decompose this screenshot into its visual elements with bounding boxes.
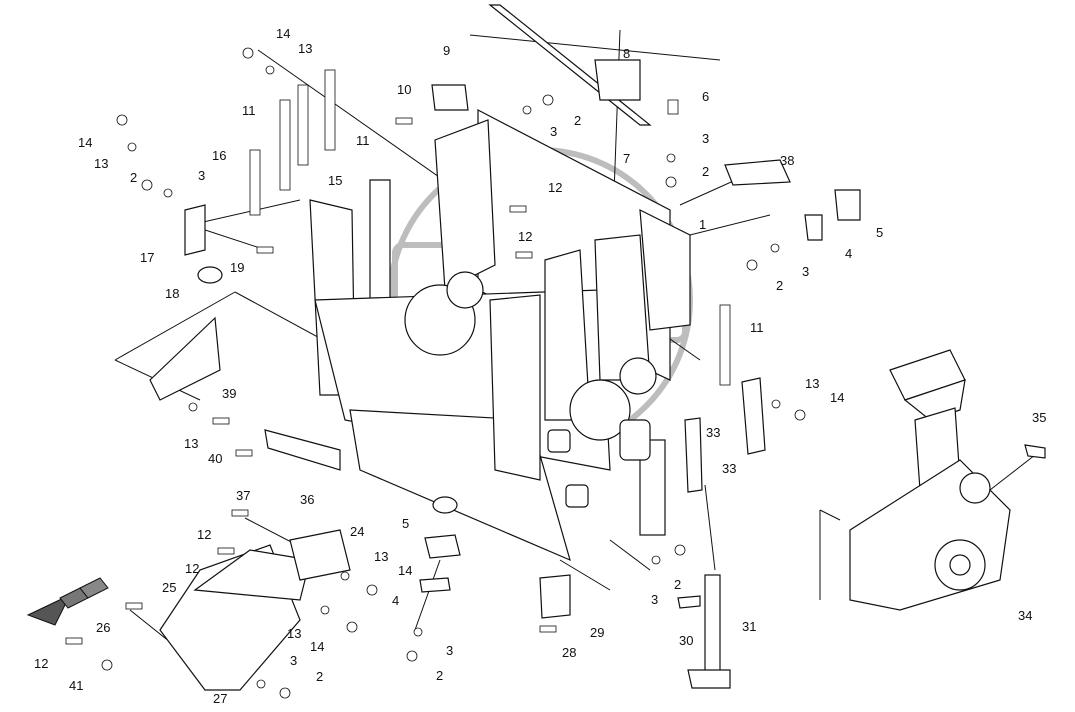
callout-2: 2 xyxy=(316,669,323,684)
callout-24: 24 xyxy=(350,524,364,539)
callout-2: 2 xyxy=(776,278,783,293)
callout-3: 3 xyxy=(702,131,709,146)
callout-5: 5 xyxy=(876,225,883,240)
callout-27: 27 xyxy=(213,691,227,706)
callout-13: 13 xyxy=(94,156,108,171)
callout-13: 13 xyxy=(805,376,819,391)
callout-1: 1 xyxy=(699,217,706,232)
callout-41: 41 xyxy=(69,678,83,693)
callout-37: 37 xyxy=(236,488,250,503)
callout-17: 17 xyxy=(140,250,154,265)
callout-4: 4 xyxy=(392,593,399,608)
callout-14: 14 xyxy=(310,639,324,654)
callout-9: 9 xyxy=(443,43,450,58)
callout-7: 7 xyxy=(623,151,630,166)
callout-36: 36 xyxy=(300,492,314,507)
callout-3: 3 xyxy=(550,124,557,139)
callout-13: 13 xyxy=(298,41,312,56)
callout-14: 14 xyxy=(398,563,412,578)
callout-3: 3 xyxy=(446,643,453,658)
main-frame xyxy=(309,109,691,562)
callout-12: 12 xyxy=(34,656,48,671)
callout-2: 2 xyxy=(130,170,137,185)
callout-5: 5 xyxy=(402,516,409,531)
drive-unit xyxy=(849,349,1011,611)
direction-arrow xyxy=(26,577,109,626)
callout-10: 10 xyxy=(397,82,411,97)
callout-12: 12 xyxy=(518,229,532,244)
callout-6: 6 xyxy=(702,89,709,104)
callout-12: 12 xyxy=(548,180,562,195)
callout-8: 8 xyxy=(623,46,630,61)
callout-35: 35 xyxy=(1032,410,1046,425)
callout-2: 2 xyxy=(436,668,443,683)
callout-39: 39 xyxy=(222,386,236,401)
callout-31: 31 xyxy=(742,619,756,634)
callout-14: 14 xyxy=(276,26,290,41)
callout-26: 26 xyxy=(96,620,110,635)
callout-3: 3 xyxy=(198,168,205,183)
callout-16: 16 xyxy=(212,148,226,163)
callout-29: 29 xyxy=(590,625,604,640)
callout-13: 13 xyxy=(374,549,388,564)
callout-33: 33 xyxy=(722,461,736,476)
callout-labels: 14 13 9 8 10 11 11 6 14 13 3 2 3 7 16 15… xyxy=(34,26,1046,706)
callout-11: 11 xyxy=(750,320,764,335)
callout-11: 11 xyxy=(356,133,370,148)
callout-4: 4 xyxy=(845,246,852,261)
callout-2: 2 xyxy=(674,577,681,592)
fasteners xyxy=(65,47,806,699)
callout-3: 3 xyxy=(802,264,809,279)
callout-33: 33 xyxy=(706,425,720,440)
callout-18: 18 xyxy=(165,286,179,301)
callout-12: 12 xyxy=(185,561,199,576)
callout-40: 40 xyxy=(208,451,222,466)
callout-13: 13 xyxy=(287,626,301,641)
callout-38: 38 xyxy=(780,153,794,168)
callout-3: 3 xyxy=(290,653,297,668)
callout-34: 34 xyxy=(1018,608,1032,623)
callout-15: 15 xyxy=(328,173,342,188)
small-parts xyxy=(149,4,1046,691)
callout-12: 12 xyxy=(197,527,211,542)
callout-28: 28 xyxy=(562,645,576,660)
callout-3: 3 xyxy=(651,592,658,607)
callout-19: 19 xyxy=(230,260,244,275)
callout-25: 25 xyxy=(162,580,176,595)
callout-11: 11 xyxy=(242,103,256,118)
callout-14: 14 xyxy=(830,390,844,405)
callout-13: 13 xyxy=(184,436,198,451)
callout-14: 14 xyxy=(78,135,92,150)
callout-2: 2 xyxy=(574,113,581,128)
callout-30: 30 xyxy=(679,633,693,648)
callout-2: 2 xyxy=(702,164,709,179)
